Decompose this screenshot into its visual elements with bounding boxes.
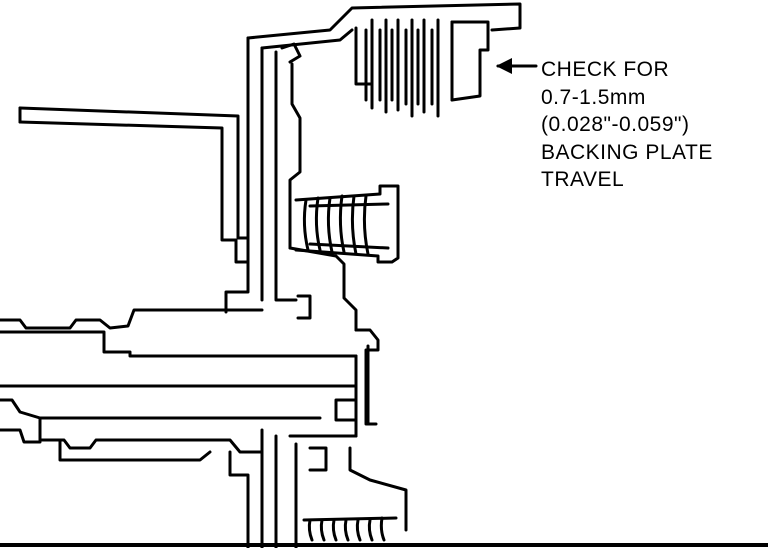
- travel-callout: CHECK FOR 0.7-1.5mm (0.028"-0.059") BACK…: [541, 56, 713, 194]
- input-shaft: [0, 308, 380, 438]
- arrow-head: [496, 58, 512, 74]
- callout-line-4: BACKING PLATE: [541, 140, 713, 164]
- support-arm: [18, 106, 250, 264]
- clutch-piston: [274, 42, 358, 332]
- callout-line-5: TRAVEL: [541, 168, 625, 191]
- clutch-plate-pack: [354, 18, 454, 118]
- callout-line-2: 0.7-1.5mm: [541, 85, 646, 109]
- backing-plate: [450, 20, 490, 102]
- callout-line-3: (0.028"-0.059"): [541, 113, 690, 136]
- lower-hub: [0, 416, 408, 548]
- lower-return-spring: [302, 516, 398, 542]
- callout-line-1: CHECK FOR: [541, 58, 670, 81]
- piston-return-spring: [294, 184, 400, 264]
